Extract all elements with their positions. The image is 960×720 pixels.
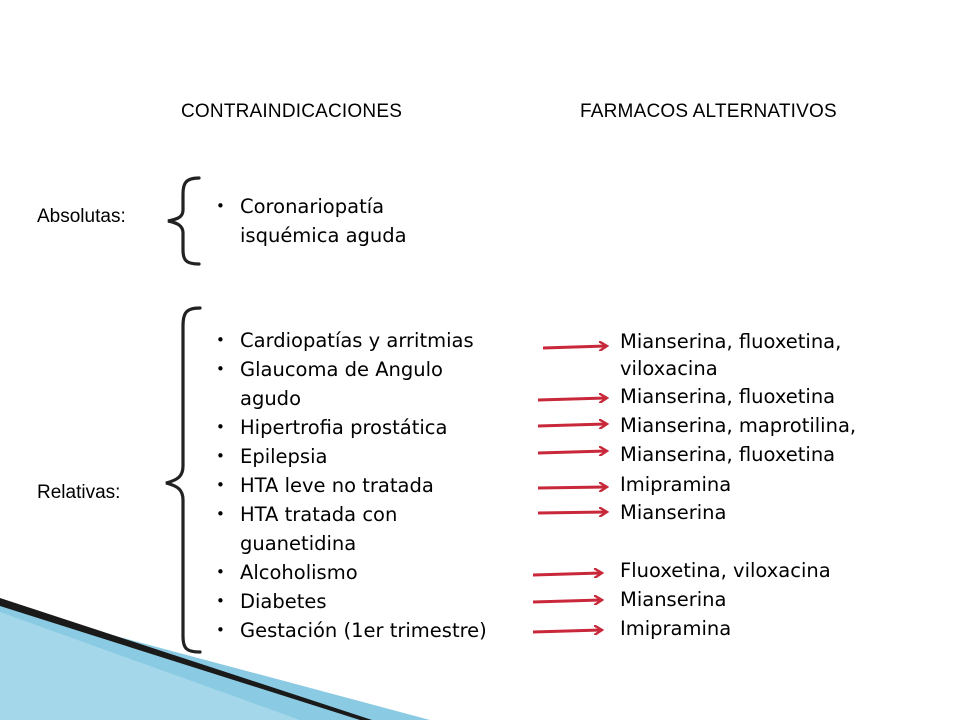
arrow-glaucoma	[537, 398, 606, 400]
list-item-hta-tratada: HTA tratada con	[214, 500, 397, 529]
heading-farmacos-alternativos: FARMACOS ALTERNATIVOS	[580, 101, 837, 122]
arrow-alcoholismo	[532, 573, 601, 575]
brace-absolutas	[167, 176, 201, 266]
alt-drug-7: Fluoxetina, viloxacina	[620, 559, 831, 582]
alt-drug-3: Mianserina, maprotilina,	[620, 414, 857, 437]
list-item-glaucoma-continued: agudo	[240, 387, 301, 410]
alt-drug-2: Mianserina, fluoxetina	[620, 385, 836, 408]
arrow-hipertrofia	[537, 424, 606, 426]
brace-relativas	[165, 306, 202, 654]
list-item-hta-leve: HTA leve no tratada	[214, 471, 434, 500]
list-item-alcoholismo: Alcoholismo	[214, 558, 358, 587]
alt-drug-9: Imipramina	[620, 617, 732, 640]
heading-contraindicaciones: CONTRAINDICACIONES	[181, 101, 403, 122]
arrow-hta-leve	[537, 487, 606, 488]
list-item-coronariopatia-continued: isquémica aguda	[240, 224, 407, 247]
alt-drug-6: Mianserina	[620, 501, 727, 524]
arrow-gestacion	[532, 630, 601, 632]
arrow-cardiopatias	[542, 346, 606, 348]
alt-drug-5: Imipramina	[620, 473, 732, 496]
list-item-hipertrofia: Hipertrofia prostática	[214, 413, 447, 442]
list-item-cardiopatias: Cardiopatías y arritmias	[214, 326, 474, 355]
label-relativas: Relativas:	[37, 482, 121, 503]
alt-drug-1-continued: viloxacina	[620, 357, 718, 380]
alt-drug-4: Mianserina, fluoxetina	[620, 443, 836, 466]
list-item-glaucoma: Glaucoma de Angulo	[214, 355, 443, 384]
list-item-gestacion: Gestación (1er trimestre)	[214, 616, 487, 645]
arrow-epilepsia	[537, 451, 606, 453]
dark-swoosh	[0, 598, 372, 720]
arrow-diabetes	[532, 600, 601, 602]
list-item-epilepsia: Epilepsia	[214, 442, 327, 471]
label-absolutas: Absolutas:	[37, 206, 126, 227]
alt-drug-8: Mianserina	[620, 588, 727, 611]
arrow-hta-tratada	[537, 512, 606, 513]
alt-drug-1: Mianserina, fluoxetina,	[620, 330, 842, 353]
blue-swoosh-highlight	[0, 612, 300, 720]
list-item-diabetes: Diabetes	[214, 587, 327, 616]
list-item-hta-tratada-continued: guanetidina	[240, 532, 357, 555]
list-item-coronariopatia: Coronariopatía	[214, 192, 384, 221]
